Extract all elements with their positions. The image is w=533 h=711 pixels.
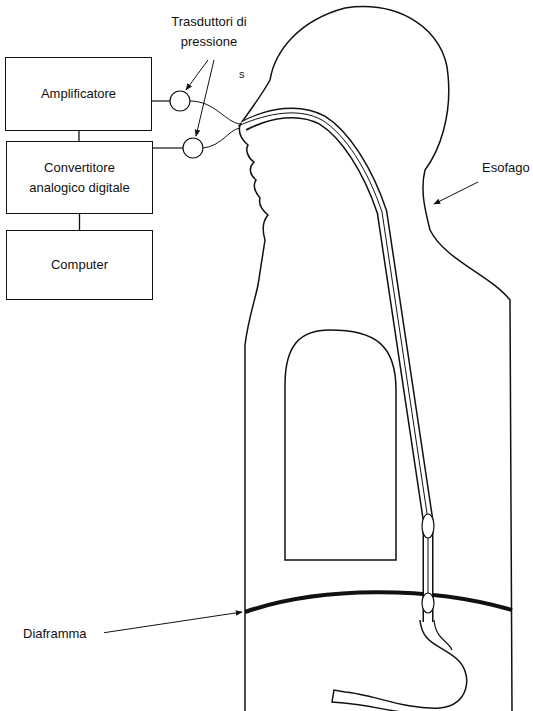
- stomach: [332, 620, 467, 711]
- connector: [79, 214, 80, 230]
- leader-line: [196, 60, 214, 136]
- esophagus-wall: [244, 113, 428, 622]
- process-box: Amplificatore: [5, 57, 152, 131]
- gastric-balloon: [422, 593, 434, 613]
- esophagus-lumen: [243, 113, 428, 624]
- part-label: Trasduttori di pressione: [164, 12, 254, 51]
- pressure-transducer: [170, 91, 190, 111]
- diaphragm: [245, 592, 512, 612]
- leader-line: [186, 60, 208, 90]
- connector: [78, 131, 79, 141]
- lung-outline: [285, 330, 396, 560]
- pressure-tube: [190, 101, 240, 124]
- box-label: Convertitore analogico digitale: [19, 158, 141, 197]
- box-label: Amplificatore: [41, 84, 116, 104]
- leader-line: [434, 182, 478, 204]
- part-label: s: [238, 66, 252, 83]
- leader-line: [102, 612, 242, 633]
- part-label: Esofago: [481, 158, 533, 178]
- wire: [152, 100, 170, 101]
- process-box: Computer: [6, 230, 153, 300]
- stomach-inner: [434, 620, 452, 650]
- process-box: Convertitore analogico digitale: [6, 141, 153, 214]
- esophageal-balloon: [422, 514, 434, 538]
- box-label: Computer: [51, 255, 108, 275]
- pressure-tube: [203, 128, 240, 148]
- pressure-transducer: [183, 138, 203, 158]
- wire: [152, 147, 183, 148]
- part-label: Diaframma: [22, 624, 104, 644]
- catheter: [238, 113, 428, 600]
- body-outline: [239, 7, 512, 711]
